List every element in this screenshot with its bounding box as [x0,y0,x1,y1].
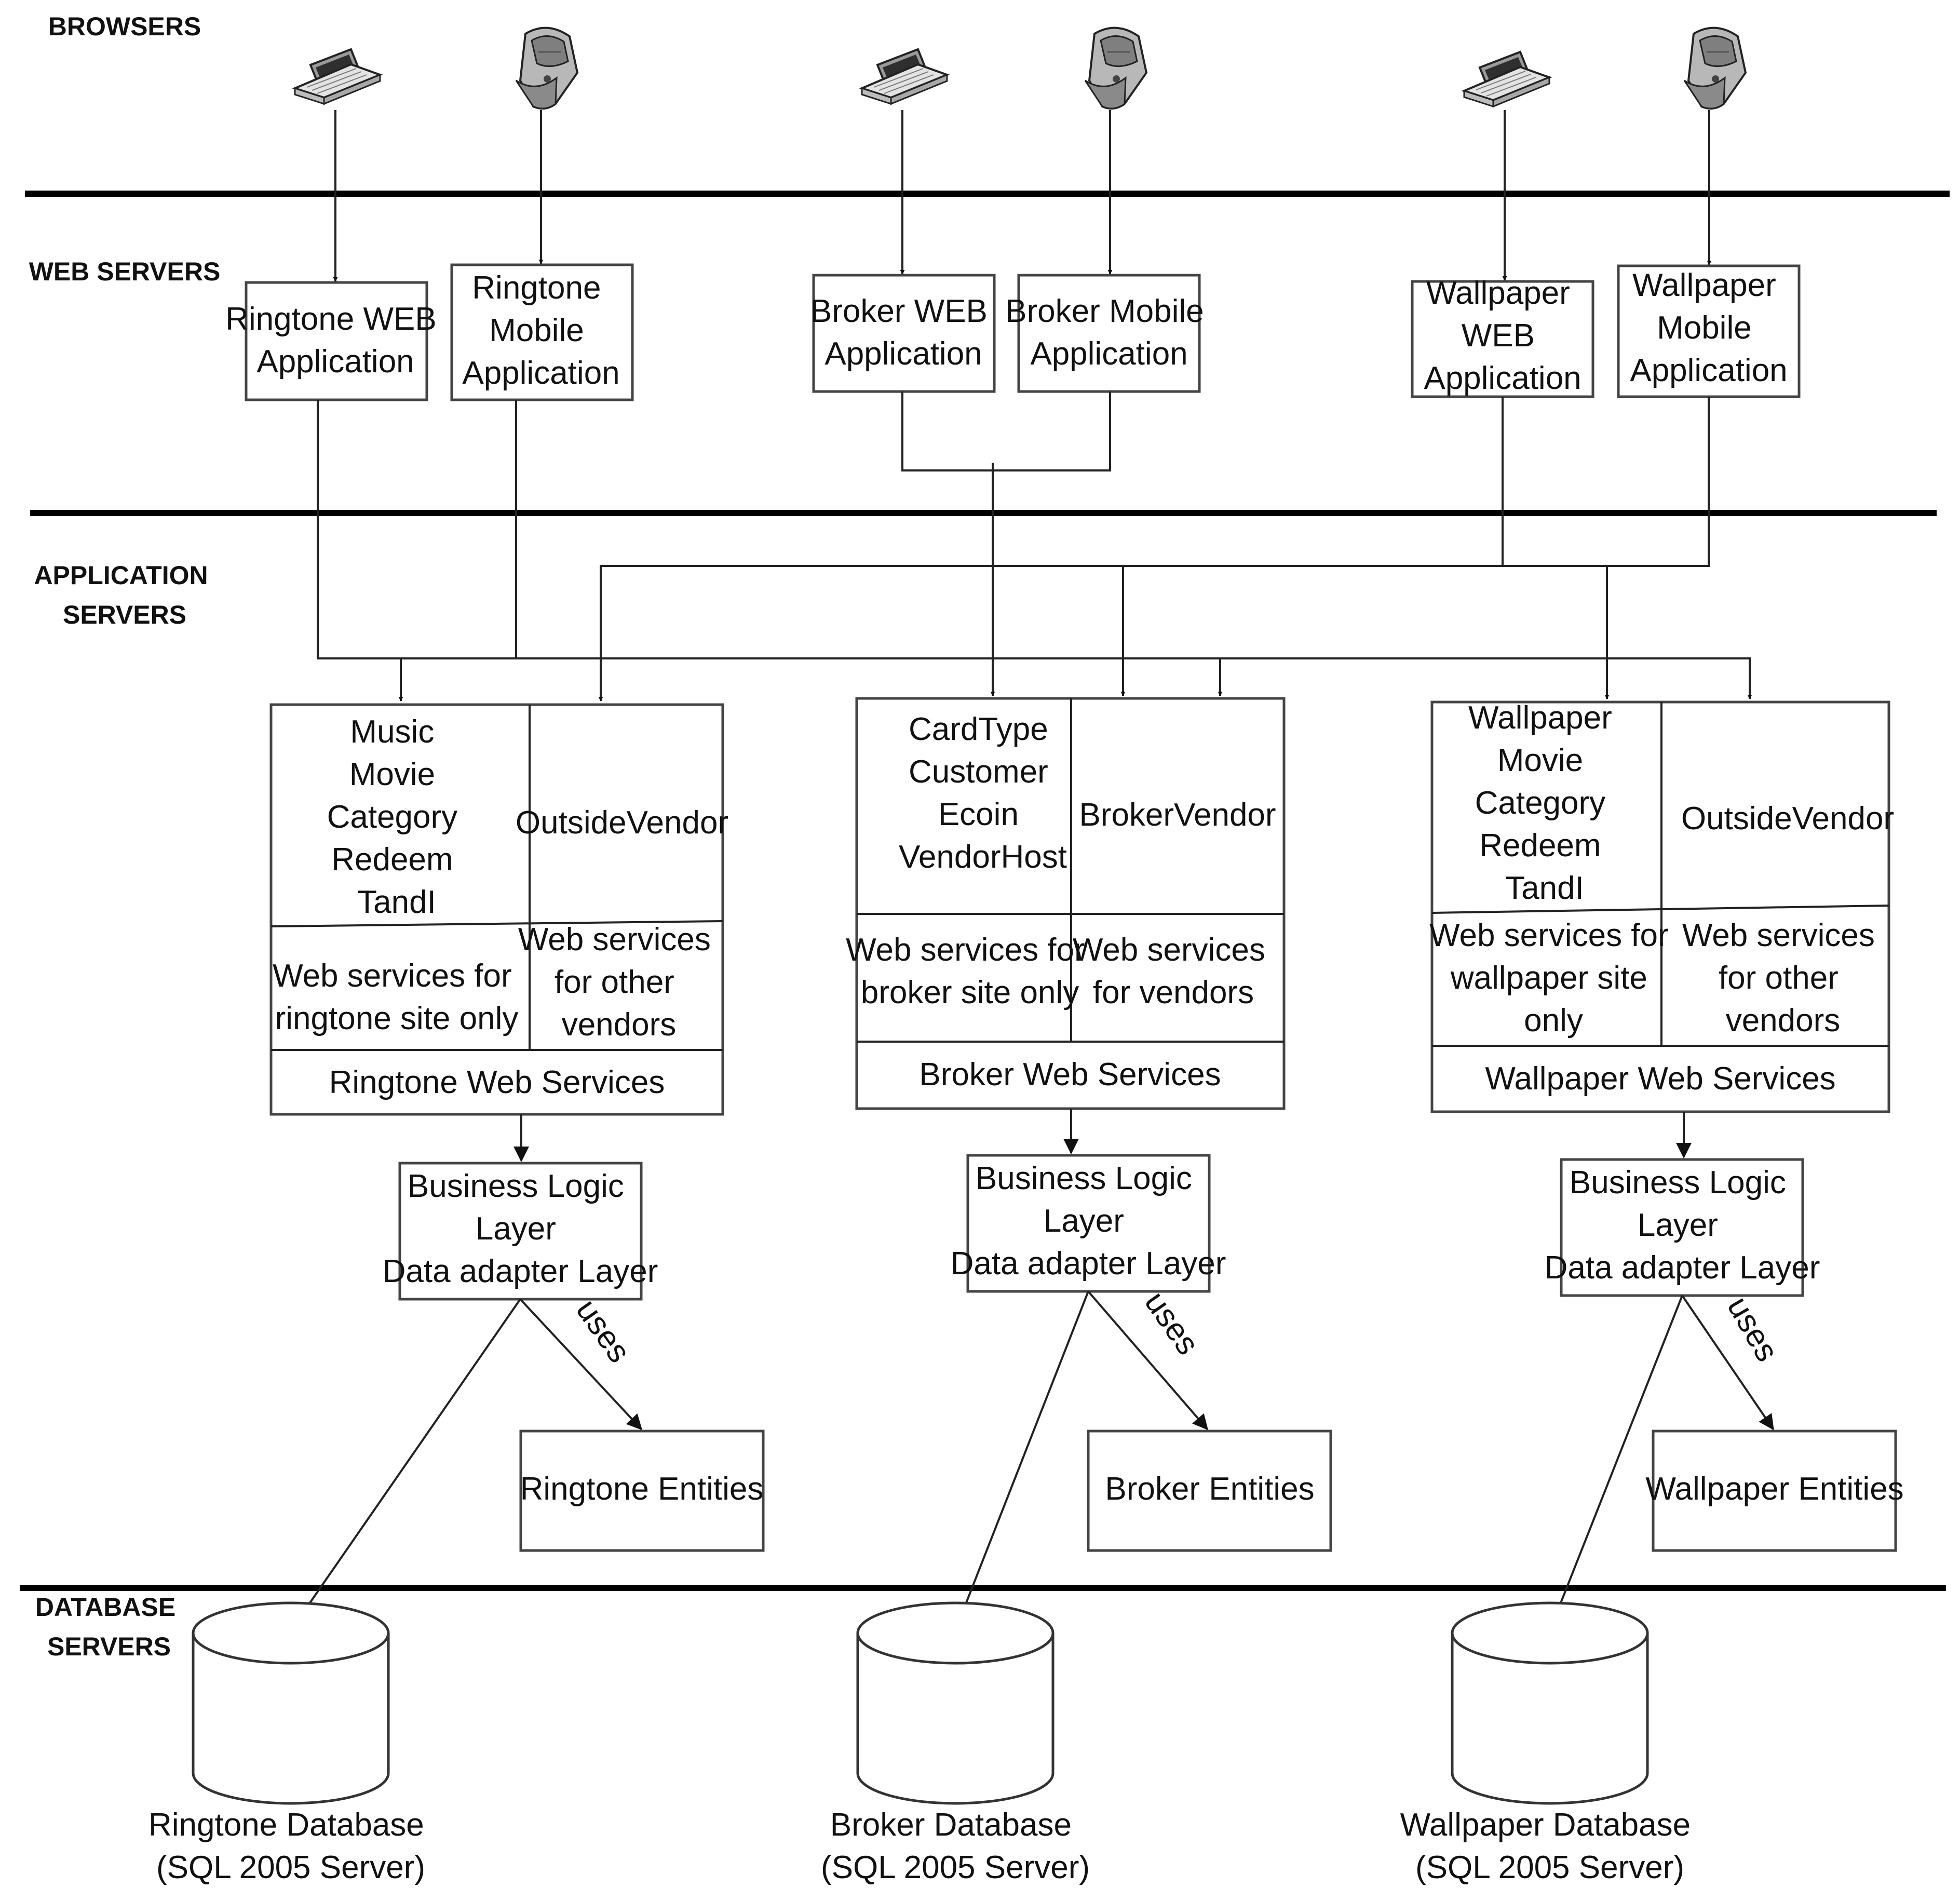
wallpaper-web-services-title: Wallpaper Web Services [1485,1061,1835,1097]
wallpaper-database-icon [1452,1603,1647,1803]
tier-label-database-servers: DATABASE SERVERS [35,1593,183,1661]
wallpaper-internal-services: Wallpaper Movie Category Redeem TandI [1468,700,1621,906]
svg-text:Web services for broker: Web services for broker site only [846,932,1094,1010]
ringtone-business-logic-layer: Business Logic Layer Data adapter Layer [383,1162,658,1301]
broker-web-services-title: Broker Web Services [919,1057,1221,1093]
wallpaper-mobile-application: Wallpaper Mobile Application [1617,264,1801,398]
broker-web-services-block: CardType Customer Ecoin VendorHost Broke… [846,697,1286,1110]
wallpaper-entities: Wallpaper Entities [1645,1430,1904,1552]
broker-internal-services: CardType Customer Ecoin VendorHost [899,711,1067,875]
ringtone-vendor-services: OutsideVendor [516,805,728,841]
svg-text:Broker WEB Application: Broker WEB Application [810,293,996,372]
mobile-phone-icon [515,26,578,110]
wallpaper-business-logic-layer: Business Logic Layer Data adapter Layer [1545,1158,1820,1297]
svg-text:Web services for vendors: Web services for vendors [1073,932,1274,1010]
logic-connectors [513,1109,1692,1162]
svg-text:Business Logic Layer: Business Logic Layer Data adapter Layer [951,1161,1226,1282]
broker-web-application: Broker WEB Application [810,274,996,393]
ringtone-entities: Ringtone Entities [519,1430,765,1552]
uses-label-ringtone: uses [569,1293,638,1369]
broker-entities: Broker Entities [1087,1430,1332,1552]
app-server-connectors [317,392,1752,702]
uses-label-wallpaper: uses [1720,1291,1785,1368]
svg-text:Broker Mobile Applicatio: Broker Mobile Application [1005,293,1213,372]
laptop-icon [861,48,948,105]
laptop-icon [294,48,381,105]
svg-text:Wallpaper Entities: Wallpaper Entities [1645,1471,1903,1507]
svg-text:Wallpaper Mobile A: Wallpaper Mobile Application [1630,267,1787,388]
broker-vendor-services: BrokerVendor [1079,797,1276,833]
ringtone-web-application: Ringtone WEB Application [225,281,445,401]
svg-text:Wallpaper WEB Appl: Wallpaper WEB Application [1424,275,1581,396]
tier-label-web-servers: WEB SERVERS [29,257,221,286]
broker-database-icon [858,1603,1053,1803]
svg-text:Ringtone Entities: Ringtone Entities [520,1471,764,1507]
tier-label-browsers: BROWSERS [48,12,201,41]
wallpaper-vendor-services: OutsideVendor [1681,801,1894,837]
ringtone-web-services-block: Music Movie Category Redeem TandI Outsid… [269,703,728,1116]
wallpaper-web-services-block: Wallpaper Movie Category Redeem TandI Ou… [1429,700,1894,1113]
broker-database-label: Broker Database (SQL 2005 Server) [821,1807,1090,1885]
ringtone-web-services-title: Ringtone Web Services [329,1064,665,1100]
svg-text:Web services for rington: Web services for ringtone site only [273,958,521,1036]
mobile-phone-icon [1084,26,1147,110]
broker-business-logic-layer: Business Logic Layer Data adapter Layer [951,1154,1226,1293]
ringtone-database-icon [193,1603,388,1803]
laptop-icon [1463,51,1550,107]
ringtone-database-label: Ringtone Database (SQL 2005 Server) [148,1807,433,1885]
svg-text:Web services for other: Web services for other vendors [518,922,720,1043]
svg-text:Ringtone Mobile Ap: Ringtone Mobile Application [462,270,619,391]
ringtone-mobile-application: Ringtone Mobile Application [450,263,634,401]
wallpaper-web-application: Wallpaper WEB Application [1411,275,1594,398]
svg-text:Web services for other: Web services for other vendors [1682,918,1884,1039]
svg-text:Broker Entities: Broker Entities [1105,1471,1314,1507]
broker-mobile-application: Broker Mobile Application [1005,274,1213,393]
mobile-phone-icon [1683,26,1747,110]
data-connectors [290,1290,1774,1632]
svg-text:Web services for wallpap: Web services for wallpaper site only [1429,918,1678,1039]
browser-connectors [333,110,1712,282]
tier-label-application-servers: APPLICATION SERVERS [34,561,215,629]
ringtone-internal-services: Music Movie Category Redeem TandI [327,714,467,920]
wallpaper-database-label: Wallpaper Database (SQL 2005 Server) [1400,1807,1700,1885]
uses-label-broker: uses [1138,1285,1206,1361]
svg-text:Ringtone WEB Application: Ringtone WEB Application [225,301,445,380]
svg-text:Business Logic Layer: Business Logic Layer Data adapter Layer [1545,1165,1820,1286]
svg-text:Business Logic Layer: Business Logic Layer Data adapter Layer [383,1168,658,1289]
